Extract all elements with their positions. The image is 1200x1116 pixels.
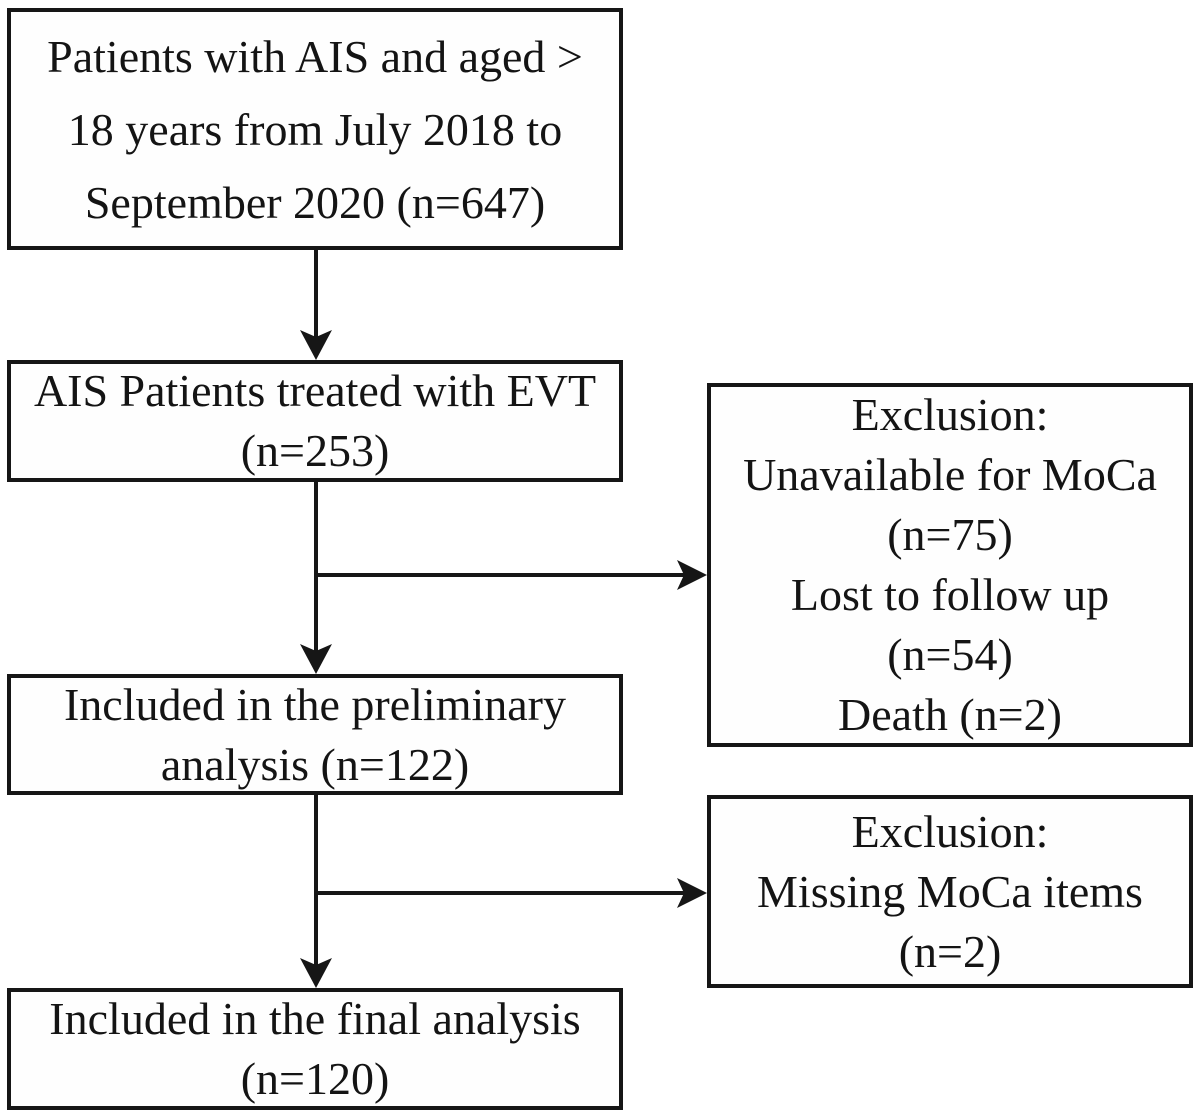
- flow-box-enrollment: Patients with AIS and aged > 18 years fr…: [7, 8, 623, 250]
- exclusion-1-line: Exclusion:: [851, 389, 1049, 440]
- enrollment-line: September 2020 (n=647): [84, 176, 546, 228]
- arrow-branch-to-exclusion-2: [314, 878, 707, 908]
- arrow-evt-to-preliminary: [300, 480, 332, 674]
- enrollment-line: 18 years from July 2018 to: [67, 103, 563, 155]
- exclusion-1-line: (n=54): [887, 629, 1013, 680]
- arrow-enrollment-to-evt: [300, 248, 332, 360]
- flow-box-evt: AIS Patients treated with EVT (n=253): [7, 360, 623, 482]
- preliminary-line: Included in the preliminary: [63, 678, 566, 730]
- exclusion-1-line: Unavailable for MoCa: [743, 449, 1157, 500]
- arrow-branch-to-exclusion-1: [314, 560, 707, 590]
- final-line: (n=120): [240, 1053, 390, 1104]
- flow-box-exclusion-1: Exclusion: Unavailable for MoCa (n=75) L…: [707, 383, 1193, 747]
- flow-box-final: Included in the final analysis (n=120): [7, 988, 623, 1110]
- exclusion-1-line: Lost to follow up: [790, 569, 1110, 620]
- exclusion-2-line: Missing MoCa items: [757, 865, 1143, 917]
- exclusion-2-line: Exclusion:: [851, 805, 1049, 857]
- evt-line: (n=253): [240, 425, 390, 476]
- flow-box-exclusion-2: Exclusion: Missing MoCa items (n=2): [707, 795, 1193, 988]
- final-line: Included in the final analysis: [49, 993, 581, 1044]
- arrow-preliminary-to-final: [300, 793, 332, 988]
- evt-line: AIS Patients treated with EVT: [33, 365, 597, 416]
- enrollment-line: Patients with AIS and aged >: [47, 30, 583, 82]
- exclusion-1-line: Death (n=2): [838, 689, 1062, 740]
- flow-box-preliminary: Included in the preliminary analysis (n=…: [7, 674, 623, 795]
- preliminary-line: analysis (n=122): [160, 738, 470, 790]
- exclusion-1-line: (n=75): [887, 509, 1013, 560]
- exclusion-2-line: (n=2): [898, 925, 1002, 977]
